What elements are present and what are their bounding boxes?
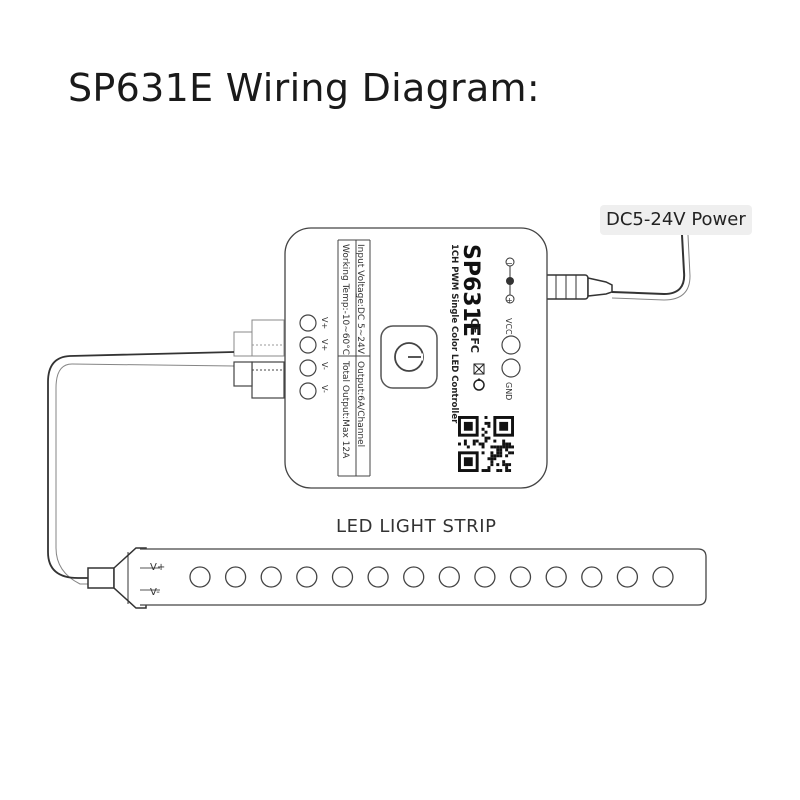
led-8	[438, 566, 460, 588]
output-cable	[47, 351, 235, 579]
spec-working-temp: Working Temp:-10~60°C	[340, 244, 350, 355]
led-12	[581, 566, 603, 588]
led-1	[189, 566, 211, 588]
led-3	[260, 566, 282, 588]
polarity-plus: +	[506, 296, 513, 305]
gnd-label: GND	[504, 382, 513, 400]
dc-barrel-jack	[543, 274, 613, 300]
led-2	[224, 566, 247, 588]
vcc-terminal: VCC	[501, 318, 521, 355]
output-connector	[233, 319, 285, 399]
led-6	[367, 566, 389, 588]
port-label-3: V-	[320, 362, 329, 370]
led-11	[545, 566, 567, 588]
strip-label: LED LIGHT STRIP	[336, 516, 497, 537]
weee-icon	[473, 363, 485, 375]
spec-box: Input Voltage:DC 5~24V Working Temp:-10~…	[337, 239, 371, 477]
port-label-1: V+	[320, 317, 329, 329]
led-13	[616, 566, 639, 588]
led-10	[509, 566, 532, 588]
diagram-title: SP631E Wiring Diagram:	[68, 66, 540, 110]
port-label-2: V+	[320, 339, 329, 351]
recycle-icon	[473, 378, 485, 391]
spec-input-voltage: Input Voltage:DC 5~24V	[355, 244, 365, 355]
output-ports: V+ V+ V- V-	[299, 314, 329, 400]
controller-model: SP631E	[458, 244, 483, 337]
polarity-symbol: − +	[505, 257, 515, 305]
led-5	[331, 566, 354, 588]
vcc-label: VCC	[504, 318, 513, 335]
strip-vplus-label: V+	[150, 562, 165, 573]
controller-subtitle: 1CH PWM Single Color LED Controller	[449, 244, 459, 424]
gnd-terminal: GND	[501, 358, 521, 400]
led-row	[189, 566, 674, 588]
spec-output: Output:6A/Channel	[355, 361, 365, 447]
power-cable	[611, 234, 686, 296]
strip-connector	[87, 547, 147, 609]
led-14	[652, 566, 674, 588]
led-7	[403, 566, 425, 588]
cert-marks: CE FC	[468, 318, 481, 353]
qr-code-icon	[458, 416, 514, 472]
spec-total-output: Total Output:Max 12A	[340, 360, 350, 459]
port-label-4: V-	[320, 385, 329, 393]
polarity-minus: −	[506, 259, 513, 268]
led-9	[474, 566, 496, 588]
power-label: DC5-24V Power	[600, 205, 752, 235]
power-button[interactable]	[380, 325, 438, 389]
led-4	[296, 566, 318, 588]
strip-vminus-label: V-	[150, 587, 160, 598]
